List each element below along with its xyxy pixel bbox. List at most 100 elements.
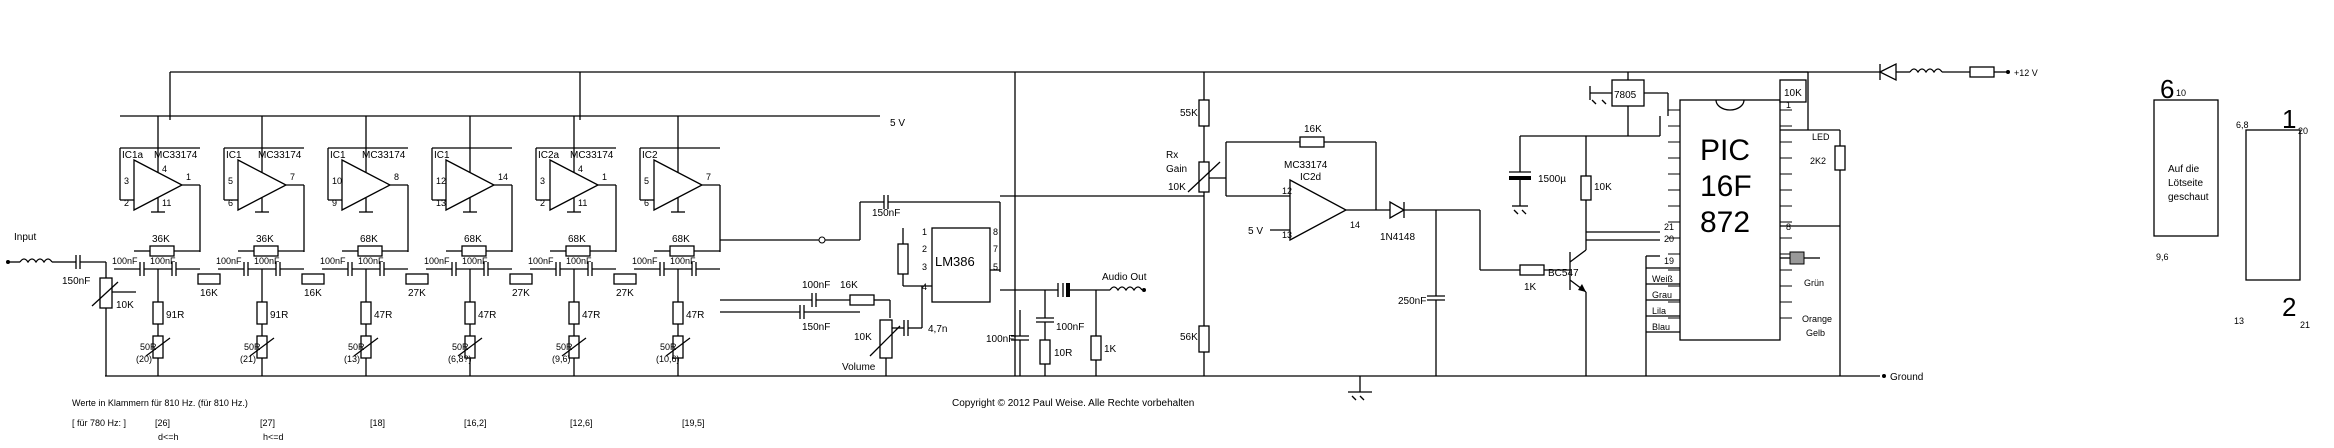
gain-label: Gain [1166, 164, 1187, 175]
capacitor-label: 100nF [254, 256, 280, 266]
input-resistor [301, 273, 325, 285]
diode-label: 1N4148 [1380, 232, 1415, 243]
input-resistor [405, 273, 429, 285]
cap-150nf-lo: 150nF [802, 322, 830, 333]
opamp-name: IC1 [330, 150, 346, 161]
pin-negative: 2 [124, 198, 129, 208]
cap-100nf-gnd: 100nF [986, 334, 1014, 345]
pic-pin1: 1 [1786, 100, 1791, 110]
pic-line2: 16F [1700, 170, 1752, 203]
output-network [990, 269, 1146, 376]
capacitor-label: 100nF [528, 256, 554, 266]
lm386-label: LM386 [935, 254, 975, 269]
pin-negative: 6 [228, 198, 233, 208]
bracket-26: [26] [155, 418, 170, 428]
pin-positive: 12 [436, 176, 446, 186]
conn-10: 10 [2176, 88, 2186, 98]
trimmer-value: (10,6) [656, 354, 680, 364]
led-label: LED [1812, 132, 1830, 142]
bias-resistor [464, 301, 476, 325]
ic2d-type: MC33174 [1284, 160, 1328, 171]
res-1k-base: 1K [1524, 282, 1537, 293]
lm386-pin7: 7 [993, 244, 998, 254]
bias-resistor [152, 301, 164, 325]
lm386-pin2: 2 [922, 244, 927, 254]
feedback-resistor-label: 68K [360, 234, 378, 245]
res-10k-pic: 10K [1594, 182, 1612, 193]
feedback-resistor [565, 245, 591, 257]
capacitor-label: 100nF [216, 256, 242, 266]
cap-150nf-mid: 150nF [872, 208, 900, 219]
res-10k-gain: 10K [1168, 182, 1186, 193]
capacitor-label: 100nF [358, 256, 384, 266]
diode-1n4148 [1389, 200, 1570, 376]
trimmer-value: (20) [136, 354, 152, 364]
feedback-resistor [461, 245, 487, 257]
ic2d-pin13: 13 [1282, 230, 1292, 240]
input-resistor [613, 273, 637, 285]
pot-vol-label: 10K [854, 332, 872, 343]
pic-reset-network [1779, 71, 1846, 376]
copyright: Copyright © 2012 Paul Weise. Alle Rechte… [952, 398, 1194, 409]
pin-positive: 3 [124, 176, 129, 186]
ground-terminal [1882, 374, 1886, 378]
supply-rails [105, 71, 1880, 377]
conn-13: 13 [2234, 316, 2244, 326]
pin-ground: 11 [162, 198, 171, 208]
ic2d-pin12: 12 [1282, 186, 1292, 196]
conn-68: 6,8 [2236, 120, 2249, 130]
res-1k-out: 1K [1104, 344, 1117, 355]
input-resistor-label: 27K [616, 288, 634, 299]
supply-12v-input [1850, 62, 2010, 82]
pic-supply-network [1509, 106, 1669, 376]
pic-line1: PIC [1700, 134, 1750, 167]
wire-lila: Lila [1652, 306, 1666, 316]
input-resistor-label: 27K [408, 288, 426, 299]
trimmer-value: (6,8?) [448, 354, 472, 364]
conn-note1: Auf die [2168, 164, 2200, 175]
bias-resistor-label: 47R [686, 310, 704, 321]
res-55k: 55K [1180, 108, 1198, 119]
opamp-type: MC33174 [154, 150, 198, 161]
bracket-18: [18] [370, 418, 385, 428]
conn-96: 9,6 [2156, 252, 2169, 262]
lm386-pin5: 5 [993, 262, 998, 272]
bias-resistor-label: 47R [478, 310, 496, 321]
res-10k-top: 10K [1784, 88, 1802, 99]
pic-pins [1668, 109, 1792, 319]
trimmer-label: 50R [556, 342, 573, 352]
transistor-bc547 [1569, 232, 1587, 376]
conn-2: 2 [2282, 292, 2296, 322]
capacitor-label: 100nF [632, 256, 658, 266]
lm386-pin4: 4 [922, 282, 927, 292]
pin-output: 1 [186, 172, 191, 182]
opamp-name: IC1a [122, 150, 144, 161]
connector-diagram [2153, 99, 2301, 281]
pin-output: 1 [602, 172, 607, 182]
opamp-triangle [549, 158, 600, 212]
pin-positive: 5 [228, 176, 233, 186]
wire-gelb: Gelb [1806, 328, 1825, 338]
trimmer-arrow [353, 337, 379, 357]
feedback-resistor [149, 245, 175, 257]
pin-positive: 3 [540, 176, 545, 186]
capacitor-label: 100nF [112, 256, 138, 266]
conn-6: 6 [2160, 74, 2174, 104]
opamp-ic2d [1270, 178, 1390, 242]
input-label: Input [14, 232, 36, 243]
pic-pin19: 19 [1664, 256, 1674, 266]
res-56k: 56K [1180, 332, 1198, 343]
feedback-resistor [669, 245, 695, 257]
pin-negative: 6 [644, 198, 649, 208]
pin-output: 14 [498, 172, 508, 182]
ic2d-5v: 5 V [1248, 226, 1263, 237]
opamp-type: MC33174 [258, 150, 302, 161]
feedback-resistor [357, 245, 383, 257]
ground-symbol [1348, 376, 1372, 401]
opamp-name: IC2a [538, 150, 560, 161]
conn-note2: Lötseite [2168, 178, 2203, 189]
gain-network [1000, 72, 1377, 376]
